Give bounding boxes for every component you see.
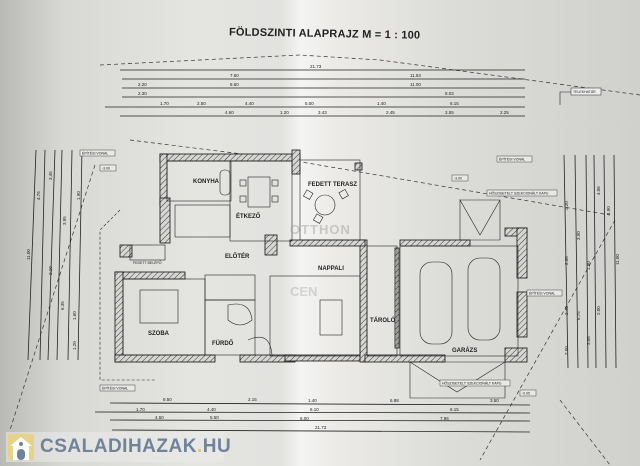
dim-label: 6.35	[60, 301, 65, 310]
right-dimension-lines	[563, 154, 617, 369]
dim-label: 21.73	[310, 64, 322, 69]
top-dimension-lines	[105, 69, 525, 117]
dim-label: 6.00	[300, 416, 309, 421]
dim-label: 1.20	[280, 110, 289, 115]
room-label-konyha: KONYHA	[193, 179, 220, 185]
watermark-text-2: CEN	[290, 284, 318, 299]
svg-text:ÉPÍTÉSI VONAL: ÉPÍTÉSI VONAL	[499, 157, 525, 162]
dim-label: 1.90	[76, 191, 81, 200]
dim-label: 2.20	[564, 201, 569, 210]
dim-label: 8.50	[163, 397, 172, 402]
dim-label: 2.20	[138, 82, 147, 87]
dim-label: 6.15	[450, 101, 459, 106]
watermark-text: OTTHON	[290, 222, 351, 237]
dim-label: 21.73	[315, 425, 327, 430]
dim-label: 11.00	[410, 82, 421, 87]
dim-label: 8.60	[230, 82, 239, 87]
dim-label: 2.40	[564, 306, 569, 315]
room-label-furdo: FÜRDŐ	[212, 340, 234, 347]
dim-label: 4.90	[606, 206, 611, 215]
furniture	[139, 169, 501, 356]
svg-text:ÉPÍTÉSI VONAL: ÉPÍTÉSI VONAL	[529, 291, 555, 296]
dim-label: 7.96	[440, 416, 449, 421]
svg-text:-0.05: -0.05	[522, 392, 530, 396]
plot-line-tag: TELEKHATÁR	[559, 87, 602, 105]
dim-label: 2.25	[500, 110, 509, 115]
room-label-szoba: SZOBA	[148, 331, 170, 337]
dim-label: 2.45	[386, 110, 395, 115]
left-dimension-labels: 11.00 4.75 3.45 3.95 1.90 2.10 6.35 1.60…	[26, 171, 81, 350]
dim-label: 1.40	[377, 101, 386, 106]
dim-label: 11.00	[615, 254, 620, 265]
plot-boundary	[9, 54, 640, 466]
bottom-dimension-labels: 8.50 2.15 1.40 4.40 1.70 6.10 4.50 5.50 …	[136, 397, 499, 430]
room-label-fedett-terasz: FEDETT TERASZ	[308, 182, 357, 188]
dim-label: 2.30	[138, 91, 147, 96]
bottom-dimension-lines	[94, 402, 531, 433]
svg-text:ÉPÍTÉSI VONAL: ÉPÍTÉSI VONAL	[82, 151, 108, 156]
dim-label: 2.50	[197, 101, 206, 106]
site-logo[interactable]: CSALADIHAZAK.HU	[6, 432, 231, 462]
dim-label: 3.50	[490, 398, 499, 403]
top-dimension-labels: 21.73 7.60 11.93 8.60 11.00 2.20 2.30 8.…	[138, 64, 509, 115]
dim-label: 2.15	[248, 397, 257, 402]
dim-label: 3.05	[586, 336, 591, 345]
house-icon	[8, 434, 34, 460]
room-label-garazs: GARÁZS	[452, 347, 477, 354]
dim-label: 1.20	[72, 341, 77, 350]
dim-label: 11.93	[410, 73, 421, 78]
dim-label: 1.40	[308, 398, 317, 403]
left-dimension-lines	[27, 149, 83, 361]
dim-label: 6.75	[576, 311, 581, 320]
dim-label: 4.40	[207, 407, 216, 412]
dim-label: 1.70	[136, 407, 145, 412]
dim-label: 6.15	[450, 407, 459, 412]
dim-label: 2.10	[48, 266, 53, 275]
room-labels: KONYHA ÉTKEZŐ FEDETT TERASZ ELŐTÉR NAPPA…	[133, 179, 477, 354]
dim-label: 2.50	[564, 346, 569, 355]
svg-text:ÉPÍTÉSI VONAL: ÉPÍTÉSI VONAL	[102, 386, 128, 391]
dim-label: 1.70	[160, 101, 169, 106]
dim-label: 4.60	[225, 110, 234, 115]
dim-label: 8.03	[445, 91, 454, 96]
svg-text:-3.00: -3.00	[102, 167, 110, 171]
room-label-tarolo: TÁROLÓ	[370, 316, 396, 324]
right-dimension-labels: 4.06 4.90 11.00 2.20 3.90 2.58 1.90 2.40…	[564, 186, 620, 355]
svg-text:HŐSZIGETELT SZEKCIONÁLT KAPU: HŐSZIGETELT SZEKCIONÁLT KAPU	[442, 381, 502, 386]
dim-label: 4.06	[596, 186, 601, 195]
svg-text:HŐSZIGETELT SZEKCIONÁLT KAPU: HŐSZIGETELT SZEKCIONÁLT KAPU	[489, 191, 549, 196]
room-label-nappali: NAPPALI	[318, 266, 344, 272]
dim-label: 3.90	[576, 231, 581, 240]
site-name: CSALADIHAZAK.HU	[40, 436, 232, 457]
dim-label: 1.60	[72, 311, 77, 320]
dim-label: 4.50	[155, 415, 164, 420]
interior-lines	[99, 159, 519, 399]
dim-label: 3.43	[318, 110, 327, 115]
annotation-tags: ÉPÍTÉSI VONAL ÉPÍTÉSI VONAL ÉPÍTÉSI VONA…	[79, 149, 563, 397]
dim-label: 3.95	[62, 216, 67, 225]
building-walls	[114, 149, 528, 363]
dim-label: 6.88	[390, 398, 399, 403]
dim-label: 1.90	[586, 261, 591, 270]
dim-label: 3.45	[48, 171, 53, 180]
svg-text:-3.00: -3.00	[454, 177, 462, 181]
room-label-eloter: ELŐTÉR	[225, 252, 250, 260]
svg-text:TELEKHATÁR: TELEKHATÁR	[573, 90, 596, 94]
room-label-etkezo: ÉTKEZŐ	[236, 212, 261, 220]
dim-label: 2.58	[564, 256, 569, 265]
dim-label: 4.40	[245, 101, 254, 106]
room-label-fedett-belepo: FEDETT BELÉPŐ	[133, 260, 162, 265]
dim-label: 11.00	[26, 249, 31, 260]
dim-label: 6.10	[310, 407, 319, 412]
dim-label: 5.00	[305, 101, 314, 106]
dim-label: 2.00	[596, 306, 601, 315]
dim-label: 4.75	[36, 191, 41, 200]
dim-label: 7.60	[230, 73, 239, 78]
dim-label: 5.50	[210, 415, 219, 420]
dim-label: 3.55	[445, 110, 454, 115]
